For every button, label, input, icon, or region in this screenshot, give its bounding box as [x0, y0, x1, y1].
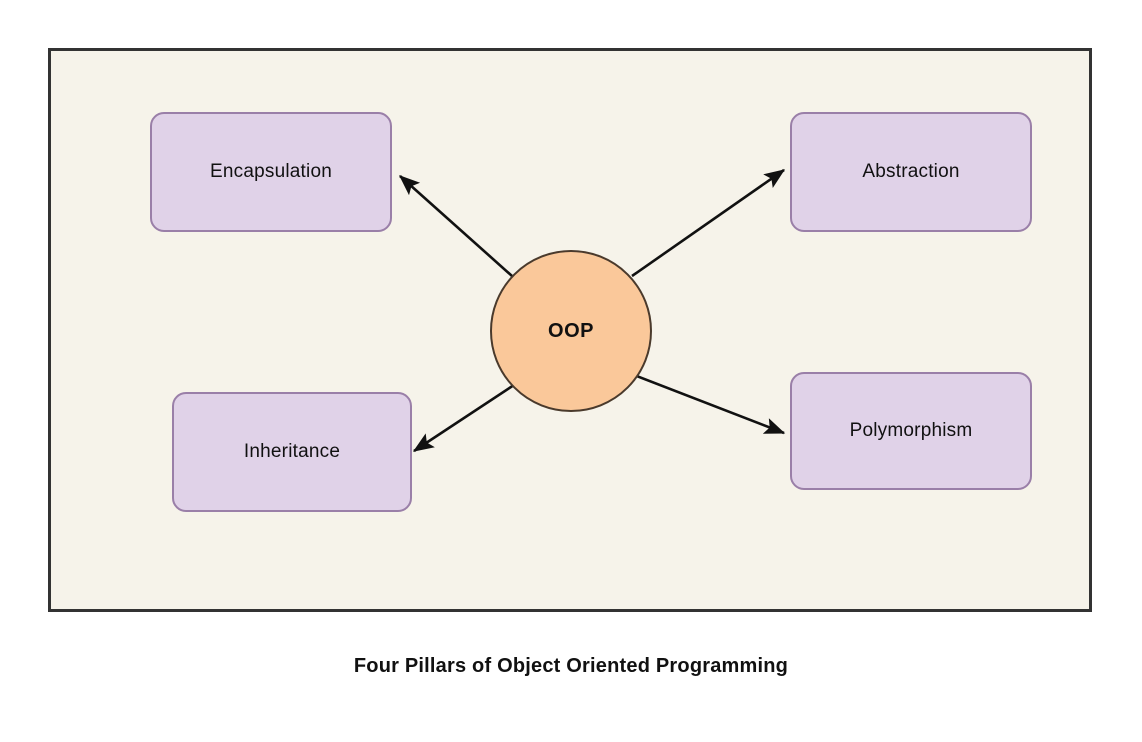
node-polymorphism[interactable]: Polymorphism	[790, 372, 1032, 490]
node-inheritance-label: Inheritance	[243, 441, 341, 462]
node-abstraction-label: Abstraction	[862, 161, 960, 182]
diagram-caption: Four Pillars of Object Oriented Programm…	[353, 655, 789, 677]
node-oop-hub-label: OOP	[548, 319, 594, 342]
node-encapsulation-label: Encapsulation	[210, 161, 332, 182]
node-inheritance[interactable]: Inheritance	[172, 392, 412, 512]
node-encapsulation[interactable]: Encapsulation	[150, 112, 392, 232]
node-abstraction[interactable]: Abstraction	[790, 112, 1032, 232]
node-polymorphism-label: Polymorphism	[849, 420, 973, 441]
node-oop-hub[interactable]: OOP	[490, 250, 652, 412]
